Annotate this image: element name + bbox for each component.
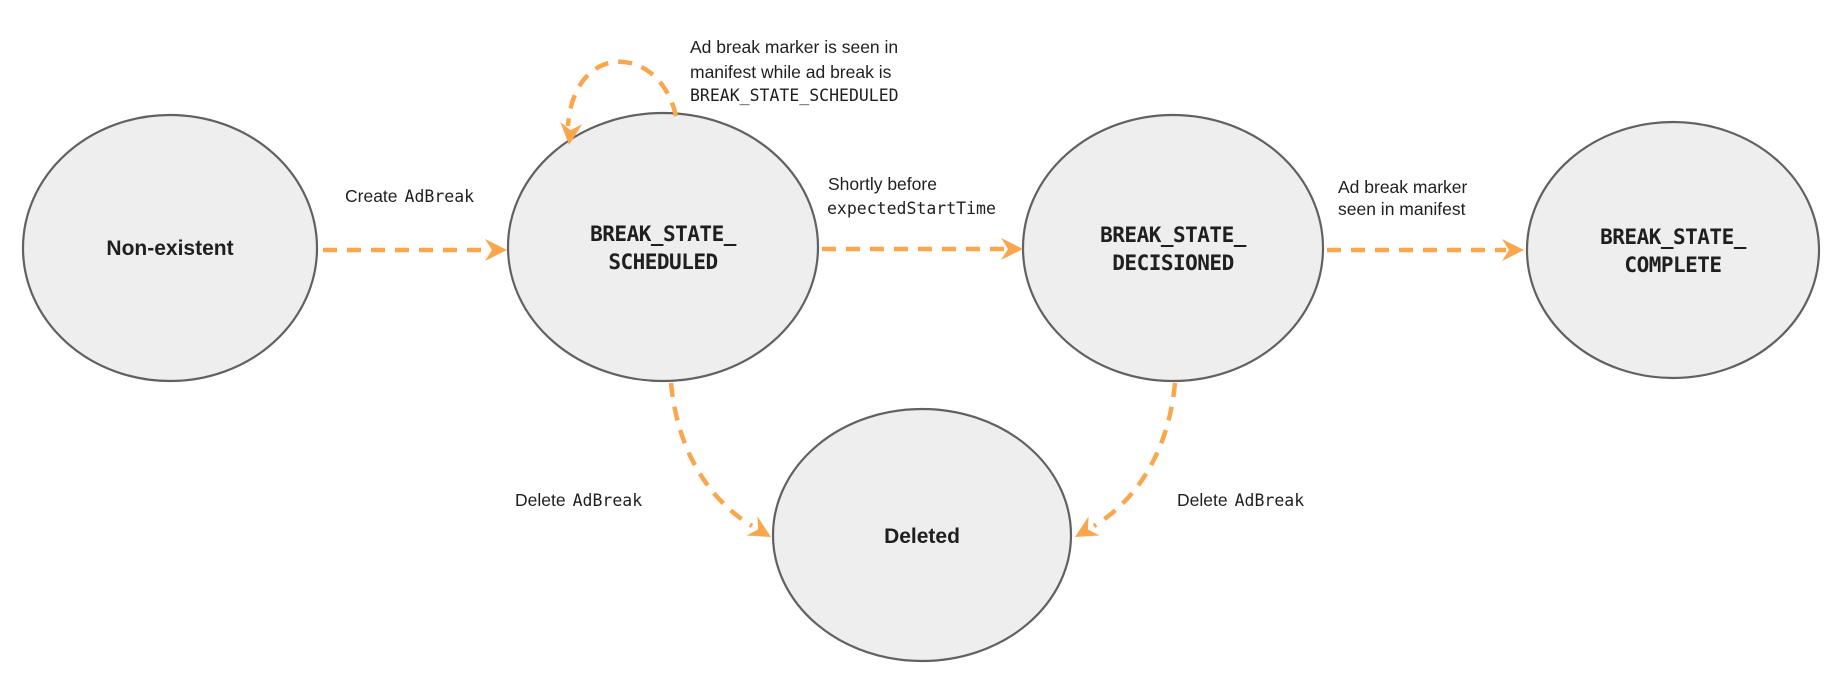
state-circle-decisioned xyxy=(1021,113,1325,383)
edge-delete-from-decisioned: Delete AdBreak xyxy=(1075,382,1304,537)
state-label-decisioned-line2: DECISIONED xyxy=(1112,251,1233,275)
edge-label-create: Create AdBreak xyxy=(345,186,474,206)
edge-label-self-loop-line1: Ad break marker is seen in xyxy=(690,37,898,57)
edge-label-delete-left: Delete AdBreak xyxy=(515,490,642,510)
state-circle-deleted xyxy=(771,407,1073,663)
edge-label-create-code: AdBreak xyxy=(405,187,475,206)
edge-label-delete-right-code: AdBreak xyxy=(1235,491,1305,510)
edge-delete-right-path xyxy=(1092,382,1178,528)
edge-label-decisioned-line1: Shortly before xyxy=(828,174,937,194)
edge-label-delete-left-plain: Delete xyxy=(515,490,566,510)
state-label-decisioned-line1: BREAK_STATE_ xyxy=(1100,223,1247,247)
edge-shortly-before: Shortly before expectedStartTime xyxy=(822,174,1023,260)
arrowhead-create-icon xyxy=(485,239,507,261)
state-circle-scheduled xyxy=(506,111,820,383)
edge-label-complete-line1: Ad break marker xyxy=(1338,177,1468,197)
state-non-existent: Non-existent xyxy=(21,113,319,383)
edge-label-create-plain: Create xyxy=(345,186,398,206)
edge-delete-left-path xyxy=(668,382,754,528)
edge-label-self-loop-line2: manifest while ad break is xyxy=(690,62,892,82)
state-break-state-decisioned: BREAK_STATE_ DECISIONED xyxy=(1021,113,1325,383)
edge-label-delete-left-code: AdBreak xyxy=(573,491,643,510)
edge-label-delete-right-plain: Delete xyxy=(1177,490,1228,510)
edge-schedule-self-loop: Ad break marker is seen in manifest whil… xyxy=(560,37,899,145)
arrowhead-decisioned-icon xyxy=(1001,238,1023,260)
state-break-state-complete: BREAK_STATE_ COMPLETE xyxy=(1525,120,1821,380)
state-deleted: Deleted xyxy=(771,407,1073,663)
edge-self-loop-path xyxy=(565,59,679,127)
edge-marker-seen: Ad break marker seen in manifest xyxy=(1327,177,1524,261)
state-label-scheduled-line1: BREAK_STATE_ xyxy=(590,222,737,246)
arrowhead-complete-icon xyxy=(1502,239,1524,261)
edge-create-adbreak: Create AdBreak xyxy=(323,186,507,261)
state-label-non-existent: Non-existent xyxy=(106,237,233,260)
edge-label-delete-right: Delete AdBreak xyxy=(1177,490,1304,510)
arrowhead-delete-left-icon xyxy=(746,516,771,537)
edge-delete-from-scheduled: Delete AdBreak xyxy=(515,382,771,537)
state-label-scheduled-line2: SCHEDULED xyxy=(608,250,717,274)
arrowhead-self-loop-icon xyxy=(560,121,583,145)
state-label-complete-line1: BREAK_STATE_ xyxy=(1600,225,1747,249)
state-circle-complete xyxy=(1525,120,1821,380)
state-break-state-scheduled: BREAK_STATE_ SCHEDULED xyxy=(506,111,820,383)
state-circle-non-existent xyxy=(21,113,319,383)
edge-label-decisioned-code: expectedStartTime xyxy=(827,199,996,218)
arrowhead-delete-right-icon xyxy=(1075,516,1100,537)
edge-label-complete-line2: seen in manifest xyxy=(1338,199,1466,219)
state-label-complete-line2: COMPLETE xyxy=(1624,253,1721,277)
edge-label-self-loop-code: BREAK_STATE_SCHEDULED xyxy=(690,86,899,105)
state-label-deleted: Deleted xyxy=(884,525,960,548)
